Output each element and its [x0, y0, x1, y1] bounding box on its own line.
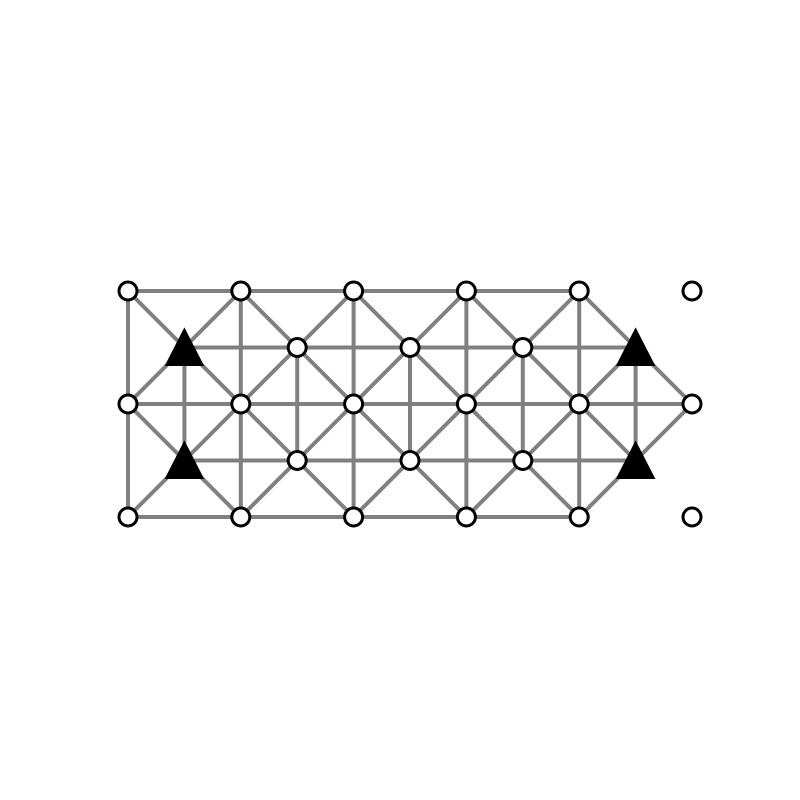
circle-node	[230, 506, 252, 528]
edge	[351, 458, 412, 519]
edge	[520, 402, 582, 463]
circle-node	[568, 393, 590, 415]
circle-node	[343, 506, 365, 528]
edge	[126, 402, 187, 463]
circle-node	[399, 337, 421, 358]
edge	[295, 458, 356, 519]
triangle-node	[164, 440, 205, 480]
edge	[295, 402, 356, 463]
edge	[408, 345, 469, 406]
edge	[238, 345, 300, 406]
edge	[238, 289, 300, 350]
circle-node	[117, 280, 139, 302]
circle-node	[343, 393, 365, 415]
edge	[238, 402, 300, 463]
edge	[408, 289, 469, 350]
edge	[182, 289, 243, 350]
edge	[126, 289, 187, 350]
circle-node	[681, 280, 703, 302]
circle-node	[286, 337, 308, 358]
edge	[520, 458, 582, 519]
edge	[351, 345, 412, 406]
circle-node	[286, 450, 308, 471]
circle-node	[230, 393, 252, 415]
triangle-node	[615, 440, 656, 480]
triangle-node	[164, 327, 205, 367]
circle-node	[455, 506, 477, 528]
edge	[464, 289, 525, 350]
circle-node	[681, 393, 703, 415]
circle-node	[512, 450, 534, 471]
edge	[408, 402, 469, 463]
circle-node	[568, 280, 590, 302]
edge	[238, 458, 300, 519]
edge	[295, 289, 356, 350]
triangle-node	[615, 327, 656, 367]
edge	[408, 458, 469, 519]
edge	[464, 345, 525, 406]
circle-node	[399, 450, 421, 471]
circle-node	[568, 506, 590, 528]
edge	[182, 402, 243, 463]
edge	[577, 289, 638, 350]
edge	[464, 458, 525, 519]
edge	[520, 345, 582, 406]
circle-node	[681, 506, 703, 528]
circle-node	[343, 280, 365, 302]
edge	[351, 289, 412, 350]
circle-node	[512, 337, 534, 358]
edge	[633, 402, 694, 463]
circle-node	[455, 280, 477, 302]
circle-node	[117, 506, 139, 528]
circle-node	[455, 393, 477, 415]
circle-node	[230, 280, 252, 302]
edge	[464, 402, 525, 463]
edge	[520, 289, 582, 350]
edge	[295, 345, 356, 406]
edge	[577, 402, 638, 463]
circle-node	[117, 393, 139, 415]
edge	[351, 402, 412, 463]
nodes-layer	[117, 280, 703, 528]
